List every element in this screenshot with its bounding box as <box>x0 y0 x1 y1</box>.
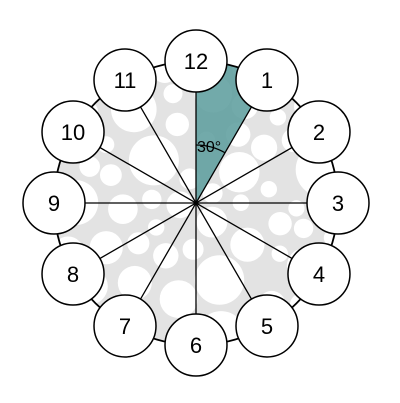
hour-label: 8 <box>67 262 79 287</box>
hour-circle <box>93 48 157 112</box>
hour-marker-9: 9 <box>22 171 86 235</box>
hour-circle <box>287 100 351 164</box>
hour-circle <box>93 294 157 358</box>
bubble <box>260 181 277 198</box>
clock-spokes <box>54 61 338 345</box>
hour-circle <box>235 294 299 358</box>
hour-circle <box>306 171 370 235</box>
hour-marker-7: 7 <box>93 294 157 358</box>
bubble <box>159 280 198 318</box>
spoke-line <box>124 79 268 327</box>
hour-marker-1: 1 <box>235 48 299 112</box>
bubble <box>293 218 314 239</box>
hour-marker-10: 10 <box>41 100 105 164</box>
hour-label: 2 <box>313 120 325 145</box>
bubble <box>251 134 278 161</box>
hour-label: 11 <box>114 68 137 93</box>
hour-label: 1 <box>261 68 273 93</box>
bubble <box>288 200 305 217</box>
hour-marker-6: 6 <box>164 313 228 377</box>
hour-circle <box>287 242 351 306</box>
bubble <box>268 212 292 236</box>
hour-marker-4: 4 <box>287 242 351 306</box>
bubble <box>142 189 162 210</box>
bubble <box>128 135 179 186</box>
hour-label: 12 <box>184 49 208 74</box>
hour-circle <box>164 313 228 377</box>
bubble <box>196 206 228 238</box>
hour-label: 7 <box>119 314 131 339</box>
hour-label: 6 <box>190 333 202 358</box>
hour-circle <box>41 242 105 306</box>
hour-label: 9 <box>48 191 60 216</box>
hour-circle <box>41 100 105 164</box>
bubble <box>182 238 204 260</box>
bubble <box>108 194 138 224</box>
hour-label: 5 <box>261 314 273 339</box>
bubble <box>269 109 287 126</box>
bubble <box>127 232 150 255</box>
hour-marker-8: 8 <box>41 242 105 306</box>
bubble <box>230 227 265 262</box>
hour-marker-2: 2 <box>287 100 351 164</box>
hour-circle <box>22 171 86 235</box>
hour-circle <box>235 48 299 112</box>
hour-label: 3 <box>332 191 344 216</box>
bubble <box>148 219 165 236</box>
hour-label: 4 <box>313 262 325 287</box>
bubble <box>100 164 122 187</box>
bubble <box>163 84 183 104</box>
hour-circle <box>164 29 228 93</box>
bubble <box>117 265 152 300</box>
hour-label: 10 <box>61 120 85 145</box>
angle-label: 30° <box>197 139 221 156</box>
hour-marker-3: 3 <box>306 171 370 235</box>
angle-arc <box>195 144 226 154</box>
bubble <box>165 112 189 137</box>
bubble <box>194 255 245 305</box>
hour-marker-12: 12 <box>164 29 228 93</box>
hour-marker-11: 11 <box>93 48 157 112</box>
bubble <box>219 152 260 193</box>
hour-marker-5: 5 <box>235 294 299 358</box>
